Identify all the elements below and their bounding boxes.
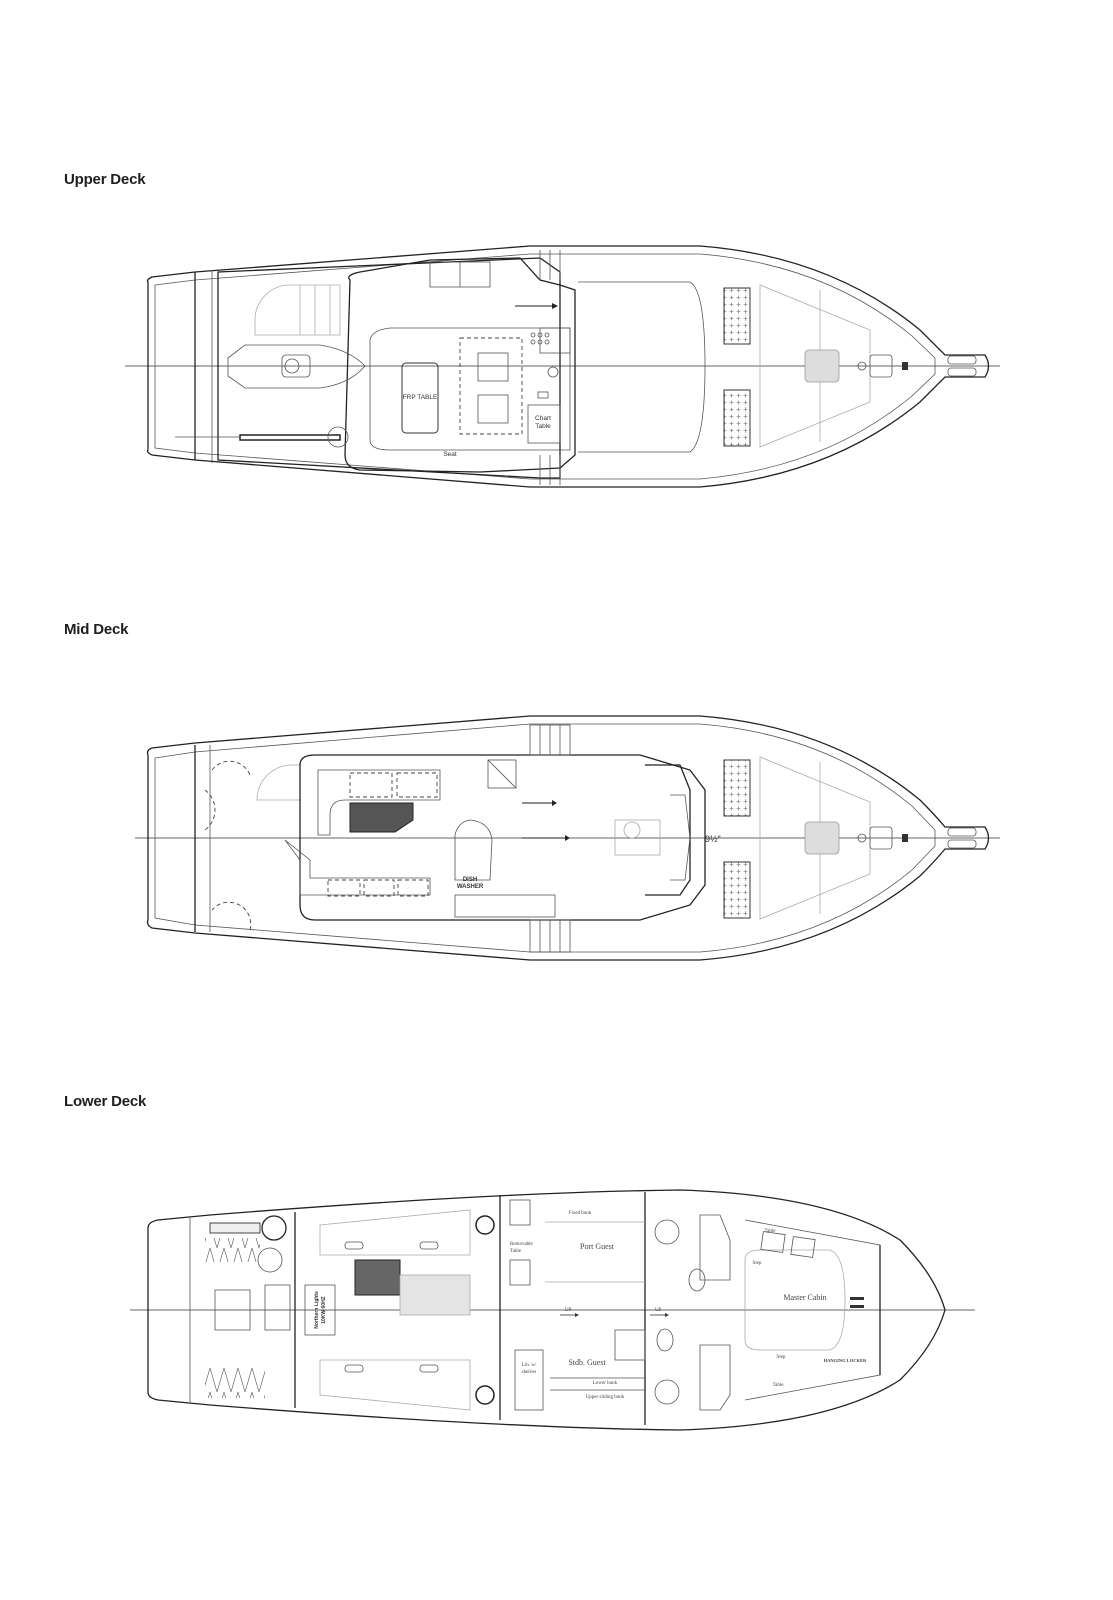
table-label-2: Table: [772, 1383, 784, 1388]
master-cabin-label: Master Cabin: [783, 1293, 826, 1302]
mid-deck-plan: DISH WASHER 9½": [0, 705, 1113, 970]
lower-deck-title: Lower Deck: [64, 1093, 147, 1110]
dimension-label: 9½": [705, 834, 721, 844]
step-label-1: Step: [753, 1261, 762, 1266]
hanging-locker-label: HANGING LOCKER: [824, 1358, 867, 1363]
generator-label-2: 10KW 60HZ: [321, 1296, 327, 1324]
removable-table-label-2: Table: [510, 1249, 522, 1254]
dishwasher-label-2: WASHER: [457, 884, 484, 890]
up-label-2: UP: [655, 1308, 662, 1313]
lin-shelves-label-2: shelves: [522, 1370, 537, 1375]
frp-table-label: FRP TABLE: [403, 394, 438, 401]
port-guest-label: Port Guest: [580, 1242, 615, 1251]
mid-deck-title: Mid Deck: [64, 621, 129, 638]
fixed-bunk-label: Fixed bunk: [569, 1211, 592, 1216]
upper-deck-title: Upper Deck: [64, 171, 146, 188]
lin-shelves-label-1: Lin. w/: [522, 1363, 537, 1368]
lower-deck-plan: Northern Lights 10KW 60HZ Fixed bunk Rem…: [0, 1180, 1113, 1440]
chart-table-label-2: Table: [535, 423, 551, 430]
stbd-guest-label: Stdb. Guest: [568, 1358, 606, 1367]
chart-table-label-1: Chart: [535, 415, 551, 422]
upper-sliding-bunk-label: Upper sliding bunk: [586, 1395, 625, 1400]
lower-bunk-label: Lower bunk: [593, 1381, 618, 1386]
dishwasher-label-1: DISH: [463, 877, 477, 883]
generator-label-1: Northern Lights: [314, 1291, 320, 1329]
seat-label: Seat: [443, 451, 457, 458]
table-label-1: Table: [764, 1229, 776, 1234]
upper-deck-plan: FRP TABLE Chart Table Seat: [0, 235, 1113, 500]
step-label-2: Step: [777, 1355, 786, 1360]
removable-table-label-1: Removable: [510, 1242, 534, 1247]
up-label-1: UP: [565, 1308, 572, 1313]
